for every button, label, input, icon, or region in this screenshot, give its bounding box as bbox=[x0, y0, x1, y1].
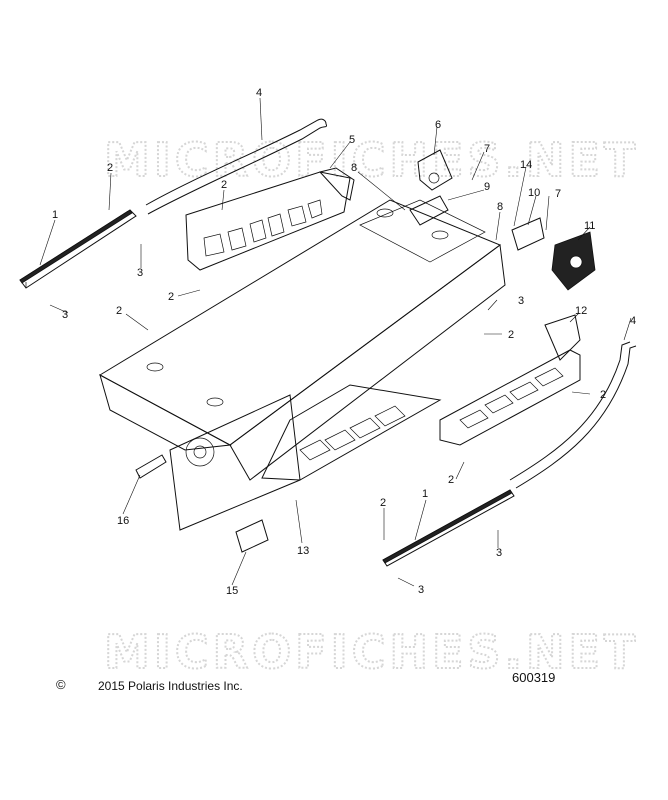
watermark-top: MICROFICHES.NET bbox=[104, 133, 639, 187]
callout-2-g: 2 bbox=[448, 474, 454, 486]
callout-8-a: 8 bbox=[351, 162, 357, 174]
callout-3-a: 3 bbox=[62, 309, 68, 321]
running-board-right bbox=[382, 489, 515, 567]
leader-lines bbox=[39, 97, 632, 587]
callout-2-d: 2 bbox=[168, 291, 174, 303]
callout-7-b: 7 bbox=[555, 188, 561, 200]
footrest-upper-left bbox=[185, 167, 355, 271]
copyright-text: 2015 Polaris Industries Inc. bbox=[98, 679, 243, 693]
callout-1-left: 1 bbox=[52, 209, 58, 221]
callout-2-h: 2 bbox=[380, 497, 386, 509]
running-board-left bbox=[19, 209, 137, 289]
footrest-right bbox=[439, 314, 581, 446]
bracket-16 bbox=[135, 454, 167, 479]
callout-15: 15 bbox=[226, 585, 238, 597]
callout-3-c: 3 bbox=[518, 295, 524, 307]
callout-12: 12 bbox=[575, 305, 587, 317]
callout-4-right: 4 bbox=[630, 315, 636, 327]
callout-3-d: 3 bbox=[496, 547, 502, 559]
callout-7-a: 7 bbox=[484, 143, 490, 155]
callout-1-right: 1 bbox=[422, 488, 428, 500]
bracket-15 bbox=[235, 519, 269, 553]
callout-labels: 1 1 2 2 2 2 2 2 2 2 3 3 3 3 3 4 4 5 6 7 … bbox=[52, 87, 636, 597]
callout-13: 13 bbox=[297, 545, 309, 557]
callout-2-c: 2 bbox=[116, 305, 122, 317]
tunnel-tube-upper bbox=[145, 118, 327, 215]
callout-2-e: 2 bbox=[508, 329, 514, 341]
callout-11: 11 bbox=[584, 220, 595, 232]
bracket-10 bbox=[511, 217, 545, 251]
watermark-bottom: MICROFICHES.NET bbox=[104, 625, 639, 679]
chassis-tunnel bbox=[98, 199, 506, 481]
bracket-9 bbox=[409, 195, 449, 226]
side-plate-left bbox=[169, 394, 301, 531]
bracket-11 bbox=[551, 231, 596, 291]
callout-9: 9 bbox=[484, 181, 490, 193]
callout-8-b: 8 bbox=[497, 201, 503, 213]
drawing-number: 600319 bbox=[512, 670, 556, 685]
callout-2-a: 2 bbox=[107, 162, 113, 174]
bracket-6 bbox=[417, 149, 453, 191]
callout-4-upper: 4 bbox=[256, 87, 262, 99]
callout-5: 5 bbox=[349, 134, 355, 146]
tunnel-tube-right bbox=[509, 341, 637, 489]
callout-2-f: 2 bbox=[600, 389, 606, 401]
callout-14: 14 bbox=[520, 159, 532, 171]
callout-3-b: 3 bbox=[137, 267, 143, 279]
callout-16: 16 bbox=[117, 515, 129, 527]
copyright-symbol: © bbox=[56, 677, 66, 692]
callout-6: 6 bbox=[435, 119, 441, 131]
callout-3-e: 3 bbox=[418, 584, 424, 596]
footrest-lower-left bbox=[261, 384, 442, 481]
callout-2-b: 2 bbox=[221, 179, 227, 191]
callout-10: 10 bbox=[528, 187, 540, 199]
